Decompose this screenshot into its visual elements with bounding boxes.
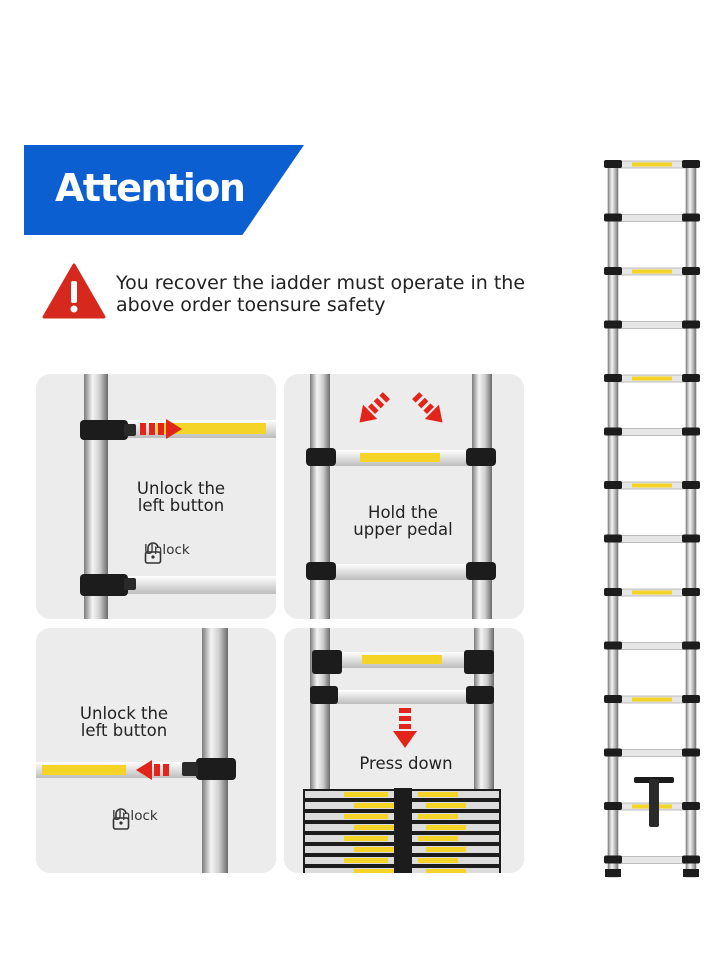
rung-clamp <box>682 213 700 222</box>
attention-title: Attention <box>55 166 246 210</box>
rung-label <box>426 847 466 852</box>
rung-clamp <box>682 855 700 864</box>
extended-ladder-illustration <box>604 160 700 878</box>
rung-label <box>632 697 672 702</box>
rung-label <box>632 376 672 381</box>
rung-clamp <box>604 427 622 436</box>
arrow-right-icon <box>140 419 182 439</box>
ladder-rung <box>615 749 689 757</box>
panel-hold-pedal: Hold the upper pedal <box>284 374 524 619</box>
rung-clamp <box>682 160 700 168</box>
rung-label <box>354 869 398 873</box>
panel-caption: Unlock the left button <box>79 704 169 740</box>
panel-unlock-lower: Unlock the left button Unlock <box>36 628 276 873</box>
unlock-indicator: Unlock <box>112 808 158 830</box>
rung-clamp <box>604 641 622 650</box>
unlock-padlock-icon <box>112 808 130 830</box>
rung-clamp <box>682 374 700 382</box>
rung-clamp <box>604 534 622 543</box>
unlock-padlock-icon <box>144 542 162 564</box>
rung-label <box>418 836 458 841</box>
rung-clamp <box>604 748 622 757</box>
rung-clamp <box>682 320 700 329</box>
rung-label <box>344 792 388 797</box>
panel-unlock-upper: Unlock the left button Unlock <box>36 374 276 619</box>
rung-label <box>418 858 458 863</box>
rung-clamp <box>604 320 622 329</box>
rung-clamp <box>682 748 700 757</box>
ladder-rung <box>615 535 689 543</box>
rung-clamp <box>682 481 700 489</box>
rung-clamp <box>604 374 622 382</box>
rung-label <box>354 847 398 852</box>
rung-label <box>344 858 388 863</box>
rung-clamp <box>682 695 700 703</box>
rung-label <box>426 825 466 830</box>
ladder-rung <box>615 428 689 436</box>
ladder-rung <box>615 321 689 329</box>
warning-triangle-icon <box>42 263 106 319</box>
arrow-down-right-icon <box>359 392 390 423</box>
rung-label <box>632 162 672 167</box>
rung-clamp <box>604 267 622 275</box>
rung-clamp <box>682 641 700 650</box>
rung-clamp <box>604 802 622 810</box>
rung-label <box>632 590 672 595</box>
arrow-down-left-icon <box>412 392 443 423</box>
rung-clamp <box>682 427 700 436</box>
stabilizer-foot-icon <box>634 777 674 827</box>
rung-label <box>632 269 672 274</box>
rung-clamp <box>604 160 622 168</box>
warning-text: You recover the iadder must operate in t… <box>116 272 526 316</box>
rung-clamp <box>682 534 700 543</box>
ladder-detail-illustration <box>303 628 501 873</box>
panel-caption: Hold the upper pedal <box>353 503 453 539</box>
unlock-indicator: Unlock <box>144 542 190 564</box>
arrow-left-icon <box>136 760 169 780</box>
rung-label <box>426 869 466 873</box>
rung-label <box>344 814 388 819</box>
ladder-rung <box>615 214 689 222</box>
rung-label <box>426 803 466 808</box>
rung-clamp <box>682 588 700 596</box>
rung-label <box>354 825 398 830</box>
rung-clamp <box>604 695 622 703</box>
rung-clamp <box>604 588 622 596</box>
rung-label <box>632 483 672 488</box>
ladder-rung <box>615 642 689 650</box>
rung-label <box>418 814 458 819</box>
rung-label <box>354 803 398 808</box>
ladder-detail-illustration <box>80 374 276 619</box>
ladder-detail-illustration <box>36 628 236 873</box>
rung-clamp <box>682 802 700 810</box>
arrow-down-icon <box>393 708 417 748</box>
panel-press-down: Press down <box>284 628 524 873</box>
rung-clamp <box>604 481 622 489</box>
ladder-detail-illustration <box>306 374 496 619</box>
rung-clamp <box>682 267 700 275</box>
rung-label <box>418 792 458 797</box>
rung-clamp <box>604 855 622 864</box>
panel-caption: Press down <box>359 754 453 773</box>
rung-label <box>344 836 388 841</box>
rung-clamp <box>604 213 622 222</box>
panel-caption: Unlock the left button <box>136 479 226 515</box>
ladder-rung <box>615 856 689 864</box>
